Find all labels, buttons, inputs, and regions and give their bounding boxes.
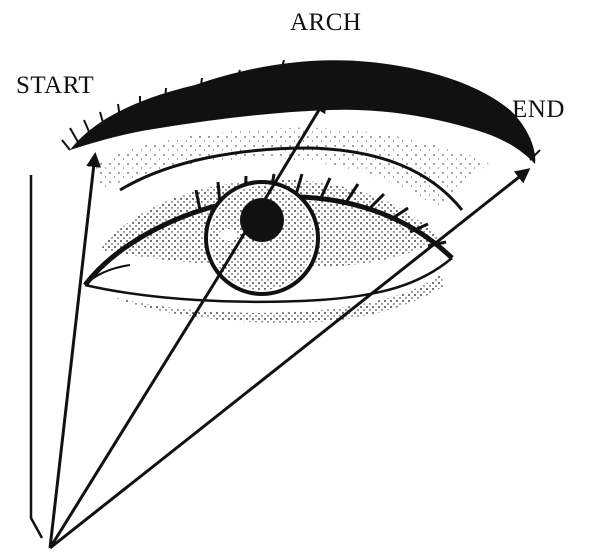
guide-line-arch [50, 100, 325, 548]
label-start: START [16, 73, 94, 98]
nose-bridge-line [31, 175, 42, 538]
label-end: END [512, 97, 565, 122]
label-arch: ARCH [290, 10, 361, 35]
eye-highlight [219, 229, 237, 241]
